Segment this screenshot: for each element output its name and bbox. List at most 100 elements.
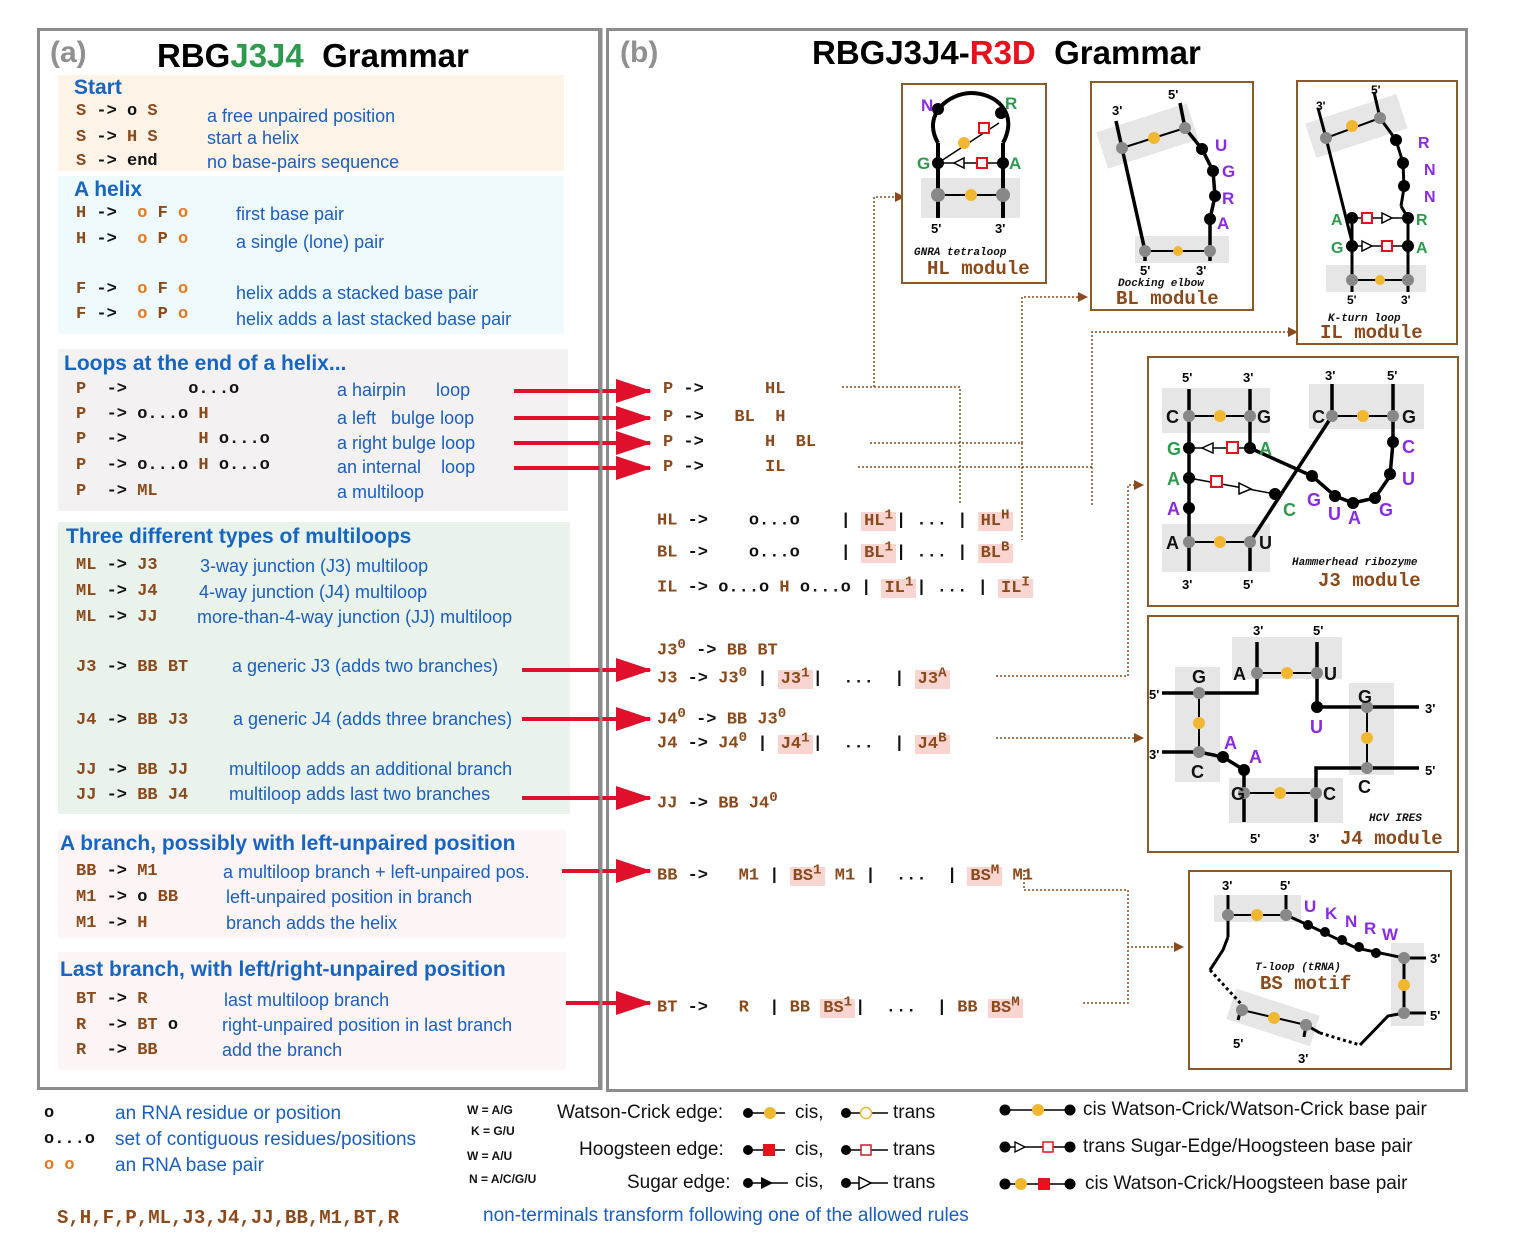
rule-bt: BT -> R | BB BS1| ... | BB BSM: [657, 994, 1023, 1018]
rule-j3: J3 -> J30 | J31| ... | J3A: [657, 665, 950, 689]
rule-desc: helix adds a stacked base pair: [236, 283, 479, 303]
base-label: K: [1325, 904, 1338, 923]
base-label: U: [1259, 533, 1272, 553]
panel-b-title: RBGJ3J4-R3D Grammar: [812, 34, 1201, 71]
il-module-diagram: R N N A R G A 3' 5' 5' 3': [1305, 83, 1436, 307]
base-label: C: [1283, 500, 1296, 520]
rule-j4-0: J40 -> BB J30: [657, 706, 787, 730]
end-label: 3': [1309, 831, 1319, 846]
base-label: N: [1424, 189, 1436, 206]
hl-module-title: HL module: [927, 258, 1030, 280]
end-label: 5': [1280, 878, 1290, 893]
end-label: 5': [1430, 1008, 1440, 1023]
edge-cis: cis,: [795, 1139, 824, 1160]
rule: J4 -> BB J3: [76, 711, 189, 730]
base-label: G: [1257, 407, 1271, 427]
rule-desc: 4-way junction (J4) multiloop: [199, 582, 428, 602]
rule-desc: no base-pairs sequence: [207, 152, 400, 172]
rule-desc: a right bulge loop: [337, 433, 476, 453]
rule: P -> o...o H o...o: [76, 456, 270, 475]
base-label: A: [1259, 439, 1272, 459]
end-label: 3': [1243, 370, 1253, 385]
base-label: A: [1009, 154, 1021, 173]
il-module-subtitle: K-turn loop: [1328, 313, 1401, 325]
bs-motif-diagram: U K N R W 3' 5' 3' 5' 5' 3': [1208, 878, 1440, 1066]
rule-desc: a left bulge loop: [337, 408, 475, 428]
end-label: 5': [1182, 370, 1192, 385]
base-label: R: [1364, 919, 1376, 938]
rule-bl: BL -> o...o | BL1| ... | BLB: [657, 539, 1013, 563]
base-label: G: [1192, 667, 1206, 687]
edge-cis: cis,: [795, 1102, 824, 1123]
section-start: [58, 75, 564, 171]
rule: H -> o P o: [76, 230, 189, 249]
rule-desc: more-than-4-way junction (JJ) multiloop: [197, 607, 513, 627]
rule: H -> o F o: [76, 204, 189, 223]
end-label: 5': [1387, 368, 1397, 383]
rule: JJ -> BB J4: [76, 786, 189, 805]
section-multiloops: [58, 522, 570, 814]
rule-desc: left-unpaired position in branch: [226, 887, 473, 907]
base-label: U: [1402, 469, 1415, 489]
end-label: 3': [1182, 577, 1192, 592]
base-label: A: [1249, 747, 1262, 767]
rule-desc: a free unpaired position: [207, 106, 396, 126]
end-label: 5': [1371, 83, 1381, 97]
base-label: A: [1166, 533, 1179, 553]
panel-a-label: (a): [50, 36, 87, 69]
j4-module-title: J4 module: [1340, 828, 1443, 850]
base-label: C: [1323, 784, 1336, 804]
base-label: G: [1358, 687, 1372, 707]
end-label: 3': [1401, 293, 1411, 307]
bl-module-title: BL module: [1116, 288, 1219, 310]
rule-jj: JJ -> BB J40: [657, 790, 778, 814]
end-label: 3': [1298, 1051, 1308, 1066]
end-label: 3': [1112, 103, 1122, 118]
base-label: A: [1233, 664, 1246, 684]
rule: P -> H o...o: [76, 430, 270, 449]
rule: R -> BB: [76, 1041, 158, 1060]
rule: M1 -> H: [76, 914, 148, 933]
rule: F -> o P o: [76, 305, 189, 324]
rule: M1 -> o BB: [76, 888, 179, 907]
rule-desc: a generic J4 (adds three branches): [233, 709, 513, 729]
end-label: 3': [1222, 878, 1232, 893]
section-helix: [58, 176, 564, 334]
end-label: 3': [1425, 701, 1435, 716]
section-title: Start: [74, 76, 122, 99]
rule-desc: helix adds a last stacked base pair: [236, 309, 512, 329]
rule-desc: a hairpin loop: [337, 380, 471, 400]
section-loops: [58, 349, 568, 511]
bs-motif-subtitle: T-loop (tRNA): [1255, 962, 1341, 974]
legend-residue-text: an RNA residue or position: [115, 1103, 342, 1124]
base-label: N: [921, 96, 933, 115]
base-label: A: [1217, 214, 1229, 233]
end-label: 5': [1313, 623, 1323, 638]
base-label: A: [1167, 469, 1180, 489]
rule-p-h-bl: P -> H BL: [663, 433, 817, 452]
bs-motif-title: BS motif: [1260, 973, 1352, 995]
base-label: U: [1328, 504, 1341, 524]
end-label: 3': [1430, 951, 1440, 966]
base-label: A: [1224, 733, 1237, 753]
base-label: C: [1312, 407, 1325, 427]
rule-p-hl: P -> HL: [663, 380, 786, 399]
rule-hl: HL -> o...o | HL1| ... | HLH: [657, 507, 1013, 531]
hl-module-diagram: N R G A 5' 3': [917, 90, 1021, 236]
end-label: 5': [1149, 687, 1159, 702]
base-label: G: [1331, 240, 1343, 257]
rule: P -> ML: [76, 482, 158, 501]
j3-module-subtitle: Hammerhead ribozyme: [1292, 557, 1418, 569]
edge-cis: cis,: [795, 1171, 824, 1192]
base-label: C: [1358, 777, 1371, 797]
rule-p-il: P -> IL: [663, 458, 786, 477]
edge-trans: trans: [893, 1102, 936, 1123]
rule-desc: right-unpaired position in last branch: [222, 1015, 513, 1035]
rule: P -> o...o: [76, 380, 240, 399]
rule-p-bl-h: P -> BL H: [663, 408, 786, 427]
base-label: A: [1416, 240, 1428, 257]
rule-desc: branch adds the helix: [226, 913, 398, 933]
end-label: 5': [1250, 831, 1260, 846]
base-label: R: [1416, 212, 1428, 229]
legend-residue-glyph: o: [44, 1104, 55, 1123]
